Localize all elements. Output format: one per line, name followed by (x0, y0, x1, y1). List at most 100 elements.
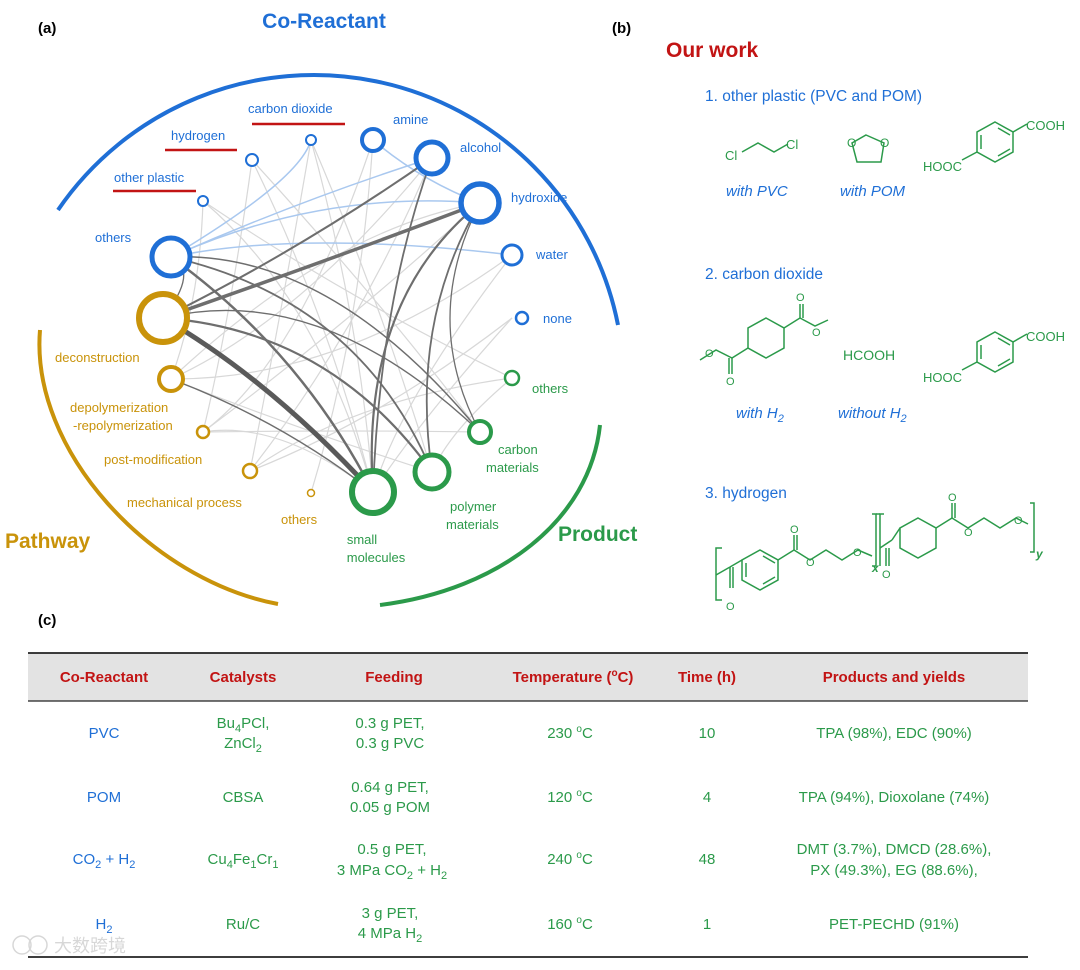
svg-text:ZnCl2: ZnCl2 (224, 735, 262, 755)
tpa-structure-2 (961, 331, 1028, 373)
svg-text:PX (49.3%), EG (88.6%),: PX (49.3%), EG (88.6%), (810, 862, 978, 879)
svg-text:PVC: PVC (89, 725, 120, 742)
our-work-title: Our work (666, 39, 759, 62)
node-hydrogen (245, 153, 259, 167)
node-water (500, 243, 524, 267)
header-products: Products and yields (823, 669, 966, 686)
svg-text:120 oC: 120 oC (547, 788, 593, 806)
tpa1-cooh: COOH (1026, 118, 1065, 133)
label-carbon-dioxide: carbon dioxide (248, 101, 333, 116)
label-carbon: carbon (498, 442, 538, 457)
poly-o1: O (726, 601, 735, 613)
label-amine: amine (393, 112, 428, 127)
label-carbon-materials: materials (486, 460, 539, 475)
table-row: POM CBSA 0.64 g PET, 0.05 g POM 120 oC 4… (87, 779, 989, 816)
svg-text:160 oC: 160 oC (547, 915, 593, 933)
svg-text:CO2 + H2: CO2 + H2 (73, 851, 136, 871)
product-arc (379, 424, 602, 607)
svg-text:10: 10 (699, 725, 716, 742)
svg-text:Bu4PCl,: Bu4PCl, (217, 715, 270, 735)
label-polymer: polymer (450, 499, 497, 514)
svg-text:TPA (98%), EDC (90%): TPA (98%), EDC (90%) (816, 725, 972, 742)
svg-text:H2: H2 (96, 916, 113, 936)
co-reactant-title: Co-Reactant (262, 10, 386, 33)
network-blue-edges (170, 139, 513, 258)
node-carbon-materials (467, 419, 493, 445)
svg-text:O: O (847, 136, 856, 150)
poly-o2: O (790, 524, 799, 536)
svg-text:48: 48 (699, 851, 716, 868)
header-feeding: Feeding (365, 669, 423, 686)
tpa1-hooc: HOOC (923, 159, 962, 174)
with-pvc-label: with PVC (726, 183, 788, 200)
poly-o7: O (964, 527, 973, 539)
dmcd-o3: O (705, 348, 714, 360)
pathway-title: Pathway (5, 530, 91, 553)
svg-text:TPA (94%), Dioxolane (74%): TPA (94%), Dioxolane (74%) (799, 789, 990, 806)
label-hydroxide: hydroxide (511, 190, 567, 205)
hcooh-label: HCOOH (843, 347, 895, 363)
watermark-text: 大数跨境 (54, 936, 126, 957)
co-reactant-arc (56, 73, 620, 326)
item2-title: 2. carbon dioxide (705, 266, 823, 283)
pathway-nodes (136, 291, 316, 498)
pathway-arc (37, 329, 279, 606)
copolymer-structure (715, 502, 1035, 601)
product-nodes (349, 369, 521, 516)
co-reactant-nodes (149, 127, 530, 326)
svg-text:Ru/C: Ru/C (226, 916, 260, 933)
node-others-product (503, 369, 521, 387)
svg-text:POM: POM (87, 789, 121, 806)
poly-o8: O (1014, 515, 1023, 527)
dmcd-o2: O (812, 327, 821, 339)
svg-text:3 g PET,: 3 g PET, (362, 905, 419, 922)
label-polymer-materials: materials (446, 517, 499, 532)
label-small: small (347, 532, 377, 547)
node-depolymerization (157, 365, 185, 393)
edc-structure: Cl Cl (725, 137, 798, 163)
table-row: H2 Ru/C 3 g PET, 4 MPa H2 160 oC 1 PET-P… (96, 905, 960, 945)
svg-text:230 oC: 230 oC (547, 724, 593, 742)
poly-x: x (871, 561, 880, 575)
node-post-modification (195, 424, 211, 440)
svg-text:0.5 g PET,: 0.5 g PET, (357, 841, 426, 858)
panel-b-label: (b) (612, 20, 631, 37)
table-row: PVC Bu4PCl, ZnCl2 0.3 g PET, 0.3 g PVC 2… (89, 715, 972, 755)
svg-text:Cl: Cl (725, 148, 737, 163)
node-mechanical-process (241, 462, 259, 480)
product-title: Product (558, 523, 637, 546)
svg-text:0.64 g PET,: 0.64 g PET, (351, 779, 429, 796)
item3-title: 3. hydrogen (705, 485, 787, 502)
poly-o6: O (948, 492, 957, 504)
label-water: water (535, 247, 568, 262)
panel-a-label: (a) (38, 20, 56, 37)
tpa2-hooc: HOOC (923, 370, 962, 385)
node-other-plastic (197, 195, 209, 207)
poly-o4: O (853, 547, 862, 559)
svg-text:0.3 g PVC: 0.3 g PVC (356, 735, 425, 752)
header-time: Time (h) (678, 669, 736, 686)
node-others-co (149, 235, 193, 279)
label-depolymerization: depolymerization (70, 400, 168, 415)
label-hydrogen: hydrogen (171, 128, 225, 143)
without-h2-label: without H2 (838, 405, 907, 425)
header-temperature: Temperature (oC) (513, 668, 634, 686)
table-header-bg (28, 653, 1028, 701)
node-alcohol (413, 139, 451, 177)
panel-c-label: (c) (38, 612, 56, 629)
watermark: 大数跨境 (12, 935, 126, 957)
label-molecules: molecules (347, 550, 406, 565)
svg-text:Cl: Cl (786, 137, 798, 152)
tpa-structure-1 (961, 121, 1028, 163)
node-amine (360, 127, 386, 153)
svg-text:4: 4 (703, 789, 711, 806)
poly-o3: O (806, 557, 815, 569)
svg-text:1: 1 (703, 916, 711, 933)
svg-text:3 MPa CO2 + H2: 3 MPa CO2 + H2 (337, 862, 447, 882)
svg-text:0.3 g PET,: 0.3 g PET, (355, 715, 424, 732)
label-none: none (543, 311, 572, 326)
highlight-bars (113, 122, 345, 193)
label-others-pathway: others (281, 512, 318, 527)
watermark-logo-icon (12, 935, 32, 955)
node-carbon-dioxide (305, 134, 317, 146)
